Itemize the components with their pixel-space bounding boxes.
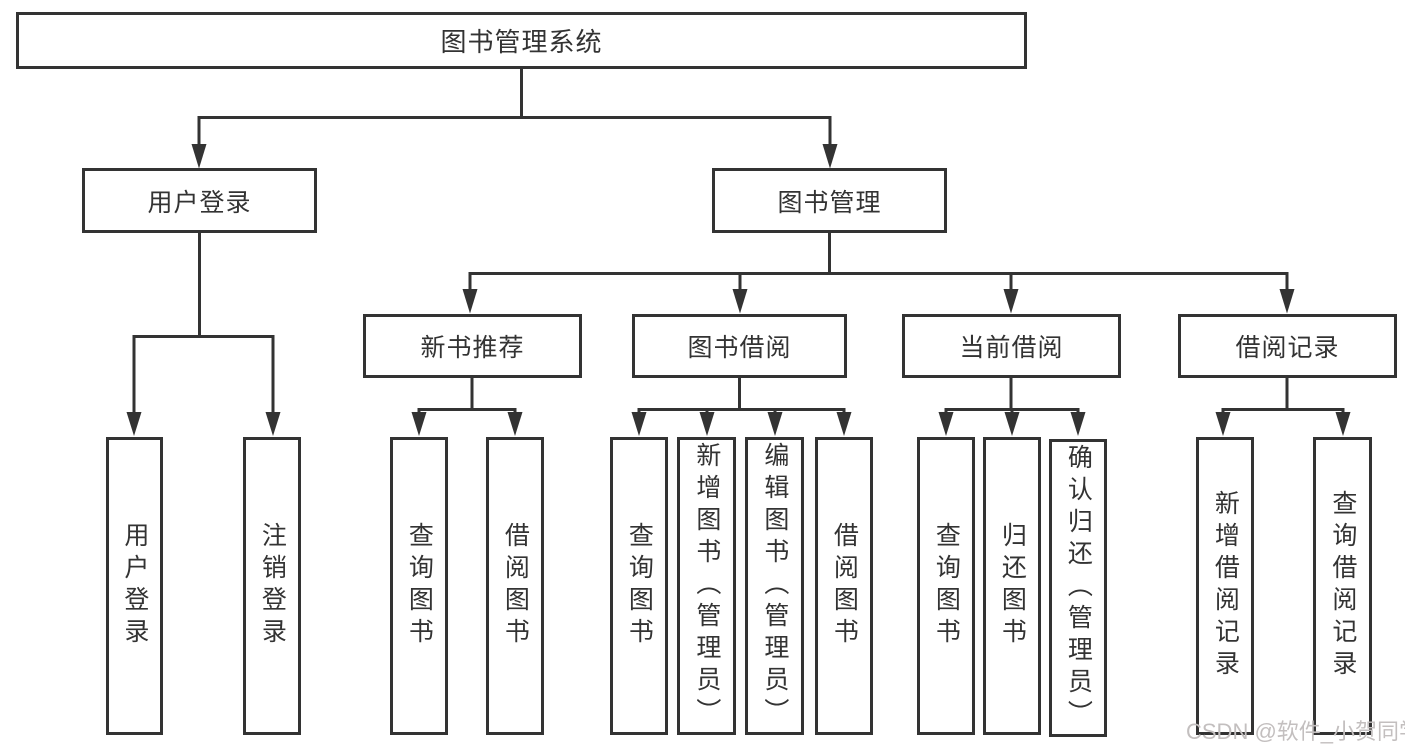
leaf-borrow-add-books-admin: 新增图书（管理员） [677, 437, 736, 735]
leaf-current-query-books: 查询图书 [917, 437, 975, 735]
leaf-current-return-books: 归还图书 [983, 437, 1041, 735]
leaf-records-add-record: 新增借阅记录 [1196, 437, 1254, 735]
node-library-management-system: 图书管理系统 [16, 12, 1027, 69]
node-label: 用户登录 [120, 522, 149, 650]
node-label: 查询借阅记录 [1328, 490, 1357, 682]
leaf-borrow-edit-books-admin: 编辑图书（管理员） [745, 437, 804, 735]
node-label: 当前借阅 [959, 334, 1064, 362]
node-label: 用户登录 [147, 188, 252, 217]
leaf-logout: 注销登录 [243, 437, 301, 735]
node-book-borrowing: 图书借阅 [632, 314, 847, 378]
node-new-book-recommendation: 新书推荐 [363, 314, 582, 378]
node-label: 新增图书（管理员） [692, 442, 721, 730]
node-label: 查询图书 [405, 522, 434, 650]
leaf-borrow-query-books: 查询图书 [610, 437, 668, 735]
leaf-newbooks-borrow-books: 借阅图书 [486, 437, 544, 735]
leaf-user-login: 用户登录 [106, 437, 163, 735]
node-label: 图书管理系统 [440, 27, 603, 57]
leaf-records-query-record: 查询借阅记录 [1313, 437, 1372, 735]
node-label: 借阅记录 [1235, 334, 1340, 362]
node-label: 查询图书 [625, 522, 654, 650]
node-label: 借阅图书 [501, 522, 530, 650]
node-borrowing-records: 借阅记录 [1178, 314, 1397, 378]
leaf-borrow-borrow-books: 借阅图书 [815, 437, 873, 735]
leaf-current-confirm-return-admin: 确认归还（管理员） [1049, 439, 1107, 737]
node-label: 编辑图书（管理员） [760, 442, 789, 730]
csdn-watermark: CSDN @软件_小贺同学 [1186, 719, 1405, 744]
node-label: 查询图书 [932, 522, 961, 650]
node-label: 图书管理 [777, 188, 882, 217]
node-user-login: 用户登录 [82, 168, 317, 233]
leaf-newbooks-query-books: 查询图书 [390, 437, 448, 735]
node-label: 归还图书 [998, 522, 1027, 650]
node-label: 借阅图书 [830, 522, 859, 650]
node-current-borrowing: 当前借阅 [902, 314, 1121, 378]
node-label: 新书推荐 [420, 334, 525, 362]
node-book-management: 图书管理 [712, 168, 947, 233]
node-label: 新增借阅记录 [1211, 490, 1240, 682]
node-label: 图书借阅 [687, 334, 792, 362]
node-label: 确认归还（管理员） [1064, 444, 1093, 732]
node-label: 注销登录 [258, 522, 287, 650]
